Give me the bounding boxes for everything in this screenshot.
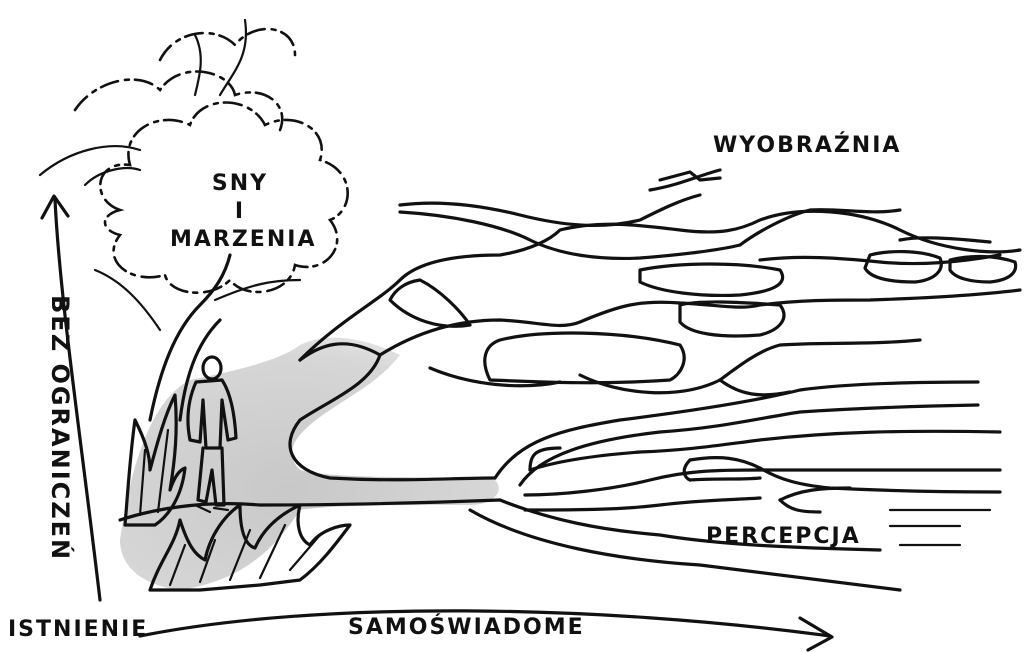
imagination-river-network bbox=[300, 170, 1020, 395]
imagination-label: WYOBRAŹNIA bbox=[713, 135, 901, 157]
dreams-label-line2: I MARZENIA bbox=[170, 198, 310, 254]
perception-label: PERCEPCJA bbox=[706, 526, 861, 548]
dreams-label-line1: SNY bbox=[170, 170, 310, 198]
self-aware-label: SAMOŚWIADOME bbox=[348, 617, 585, 639]
dreams-label: SNY I MARZENIA bbox=[170, 170, 310, 254]
unbounded-label: BEZ OGRANICZEŃ bbox=[48, 295, 72, 561]
walking-path-shading bbox=[120, 338, 499, 590]
existence-label: ISTNIENIE bbox=[8, 619, 148, 641]
perception-river bbox=[470, 382, 1000, 590]
